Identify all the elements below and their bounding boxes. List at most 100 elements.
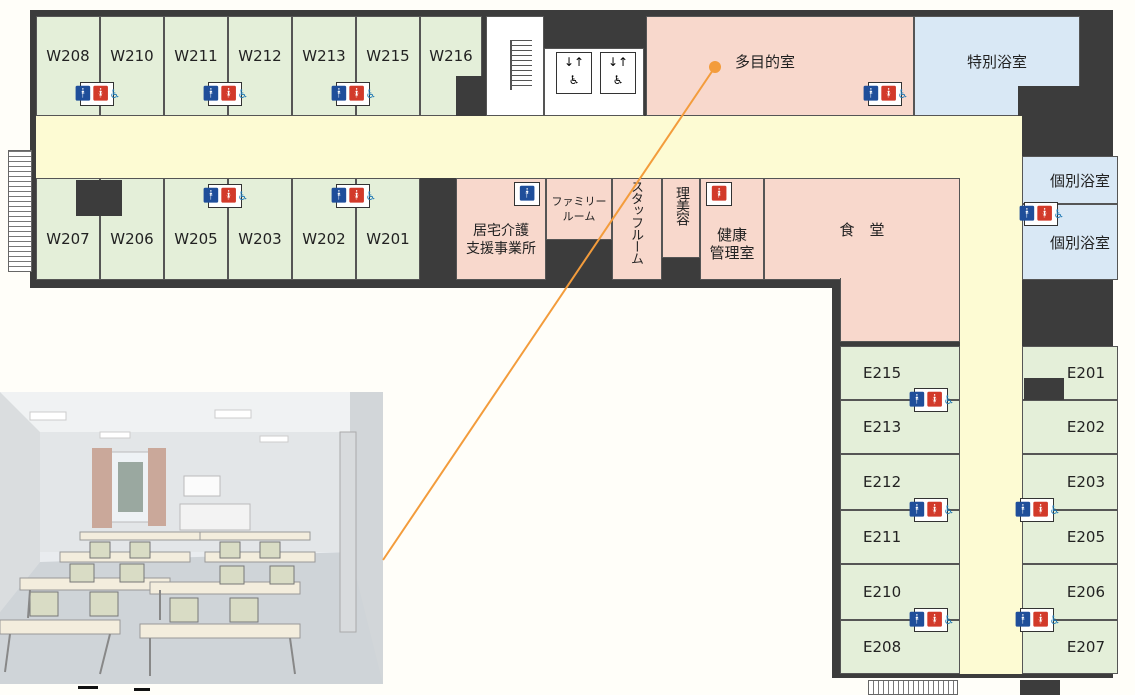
- staff-room-label: スタッフルーム: [628, 180, 643, 264]
- care-support-office: 居宅介護 支援事業所: [456, 178, 546, 280]
- wheelchair-icon: ♿︎: [943, 393, 955, 407]
- toilet-icon: 🚹︎🚺︎♿︎: [908, 498, 954, 522]
- room-label: E211: [863, 528, 902, 546]
- family-room-label-2: ルーム: [562, 210, 596, 223]
- woman-icon: 🚺︎: [219, 86, 238, 102]
- man-icon: 🚹︎: [1013, 612, 1032, 628]
- man-icon: 🚹︎: [1013, 502, 1032, 518]
- elevator-icon: ↓↑♿︎: [556, 52, 592, 94]
- stairs-west: [8, 150, 32, 272]
- woman-icon: 🚺︎: [347, 188, 366, 204]
- family-room: ファミリー ルーム: [546, 178, 612, 240]
- woman-icon: 🚺︎: [925, 502, 944, 518]
- woman-icon: 🚺︎: [1031, 612, 1050, 628]
- room-label: E202: [1066, 418, 1105, 436]
- toilet-icon: 🚹︎🚺︎♿︎: [1018, 202, 1064, 226]
- woman-icon: 🚺︎: [710, 186, 728, 202]
- room-label: W207: [46, 230, 90, 248]
- wheelchair-icon: ♿︎: [897, 87, 909, 101]
- room-label: E215: [863, 364, 902, 382]
- room-label: E205: [1066, 528, 1105, 546]
- man-icon: 🚹︎: [518, 186, 536, 202]
- stairs-icon: [510, 40, 532, 90]
- wall-stub-south: [1020, 680, 1060, 695]
- dining-room-extension: [840, 278, 960, 342]
- woman-icon: 🚺︎: [925, 612, 944, 628]
- caption-cut: [30, 686, 150, 695]
- toilet-icon: 🚹︎🚺︎♿︎: [862, 82, 908, 106]
- man-icon: 🚹︎: [201, 86, 220, 102]
- shaft-w206: [76, 180, 122, 216]
- woman-icon: 🚺︎: [91, 86, 110, 102]
- health-label-2: 管理室: [709, 244, 755, 262]
- room-label: E203: [1066, 473, 1105, 491]
- wheelchair-icon: ♿︎: [943, 613, 955, 627]
- toilet-icon: 🚹︎🚺︎♿︎: [1014, 498, 1060, 522]
- corridor-main: [36, 116, 1022, 178]
- room-label: W206: [110, 230, 154, 248]
- man-icon: 🚹︎: [1017, 206, 1036, 222]
- room-W208: W208: [36, 16, 100, 116]
- room-label: W202: [302, 230, 346, 248]
- barber-label: 理美容: [674, 186, 690, 225]
- special-bath-label: 特別浴室: [966, 53, 1027, 71]
- multipurpose-label: 多目的室: [735, 53, 796, 71]
- corridor-east: [960, 116, 1022, 674]
- room-photo-illustration: [0, 392, 383, 684]
- individual-bath-label-2: 個別浴室: [1049, 233, 1110, 252]
- wheelchair-icon: ♿︎: [237, 87, 249, 101]
- room-label: W205: [174, 230, 218, 248]
- woman-icon: 🚺︎: [1035, 206, 1054, 222]
- wheelchair-icon: ♿︎: [365, 87, 377, 101]
- man-icon: 🚹︎: [907, 612, 926, 628]
- woman-icon: 🚺︎: [879, 86, 898, 102]
- room-label: W203: [238, 230, 282, 248]
- woman-toilet-icon: 🚺︎: [706, 182, 732, 206]
- room-label: W216: [429, 47, 473, 65]
- woman-icon: 🚺︎: [219, 188, 238, 204]
- callout-dot: [709, 61, 721, 73]
- room-label: W211: [174, 47, 218, 65]
- wheelchair-icon: ♿︎: [943, 503, 955, 517]
- room-label: W215: [366, 47, 410, 65]
- toilet-icon: 🚹︎🚺︎♿︎: [908, 608, 954, 632]
- care-support-label-1: 居宅介護: [473, 223, 529, 239]
- individual-bath-label-1: 個別浴室: [1049, 171, 1110, 190]
- woman-icon: 🚺︎: [925, 392, 944, 408]
- toilet-icon: 🚹︎🚺︎♿︎: [330, 82, 376, 106]
- man-icon: 🚹︎: [329, 188, 348, 204]
- wheelchair-icon: ♿︎: [365, 189, 377, 203]
- woman-icon: 🚺︎: [1031, 502, 1050, 518]
- room-label: W213: [302, 47, 346, 65]
- man-icon: 🚹︎: [201, 188, 220, 204]
- dining-room: 食 堂: [764, 178, 960, 280]
- man-icon: 🚹︎: [329, 86, 348, 102]
- health-label-1: 健康: [716, 226, 747, 244]
- toilet-icon: 🚹︎🚺︎♿︎: [74, 82, 120, 106]
- multipurpose-room-photo: [0, 392, 383, 684]
- staff-room: [612, 178, 662, 280]
- toilet-icon: 🚹︎🚺︎♿︎: [1014, 608, 1060, 632]
- room-label: E208: [863, 638, 902, 656]
- man-icon: 🚹︎: [907, 392, 926, 408]
- room-E213: E213: [840, 400, 960, 454]
- man-toilet-icon: 🚹︎: [514, 182, 540, 206]
- family-room-label-1: ファミリー: [551, 195, 607, 208]
- room-label: W208: [46, 47, 90, 65]
- man-icon: 🚹︎: [907, 502, 926, 518]
- wheelchair-icon: ♿︎: [237, 189, 249, 203]
- room-label: W201: [366, 230, 410, 248]
- room-E202: E202: [1022, 400, 1118, 454]
- room-label: W212: [238, 47, 282, 65]
- room-label: E213: [863, 418, 902, 436]
- barber-room: [662, 178, 700, 258]
- toilet-icon: 🚹︎🚺︎♿︎: [330, 184, 376, 208]
- woman-icon: 🚺︎: [347, 86, 366, 102]
- man-icon: 🚹︎: [861, 86, 880, 102]
- room-W216: W216: [420, 16, 482, 116]
- toilet-icon: 🚹︎🚺︎♿︎: [202, 82, 248, 106]
- room-label: E201: [1066, 364, 1105, 382]
- room-label: E206: [1066, 583, 1105, 601]
- wheelchair-icon: ♿︎: [1049, 503, 1061, 517]
